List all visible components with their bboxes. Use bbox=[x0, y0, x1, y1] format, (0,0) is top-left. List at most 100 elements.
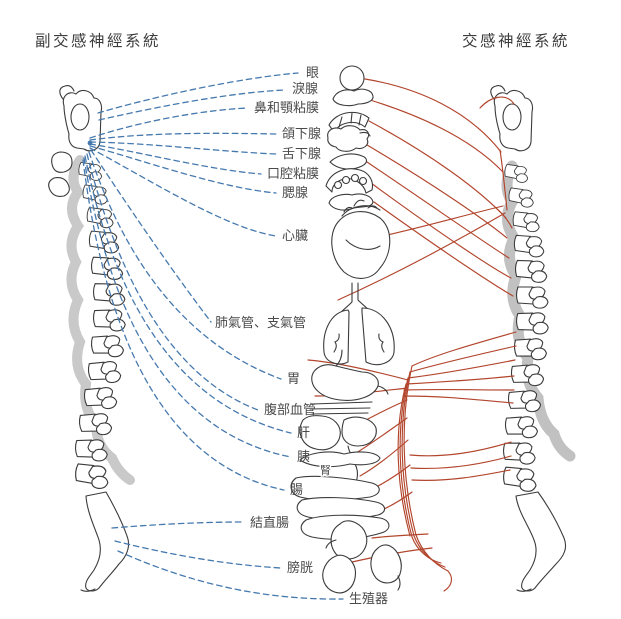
sympathetic-trunk-2 bbox=[401, 371, 446, 568]
parasympathetic-to-stomach bbox=[88, 151, 282, 380]
sublingual-gland-illustration bbox=[329, 153, 368, 170]
vertebra bbox=[92, 283, 126, 306]
oral-mucosa-illustration bbox=[325, 168, 374, 194]
sympathetic-cervical-chain bbox=[499, 149, 508, 211]
branch-genitals bbox=[443, 570, 453, 592]
sympathetic-to-eye bbox=[364, 78, 502, 153]
organ-labels: 眼 淚腺 鼻和顎粘膜 頜下腺 舌下腺 口腔粘膜 腮腺 心臟 肺氣管、支氣管 胃 … bbox=[215, 66, 388, 607]
organ-illustrations bbox=[290, 65, 402, 594]
parasympathetic-to-submandibular bbox=[89, 132, 277, 141]
vertebra bbox=[87, 230, 121, 255]
vertebra bbox=[513, 234, 546, 258]
intestines-illustration bbox=[290, 475, 390, 540]
parasympathetic-to-colon bbox=[111, 521, 245, 529]
vertebra bbox=[502, 442, 536, 465]
parasympathetic-to-vessels bbox=[86, 153, 259, 411]
label-bladder: 膀胱 bbox=[287, 560, 313, 576]
liver-illustration bbox=[299, 415, 377, 459]
left-brainstem-inner bbox=[70, 103, 90, 131]
submandibular-gland-illustration bbox=[327, 125, 371, 152]
eye-illustration bbox=[339, 65, 365, 91]
sympathetic-trunk-3 bbox=[399, 377, 442, 564]
splanchnic-upper-4 bbox=[405, 375, 515, 385]
sympathetic-nerves bbox=[307, 78, 517, 592]
vertebra bbox=[504, 415, 539, 440]
right-sacrum bbox=[515, 491, 567, 592]
sympathetic-to-nasal bbox=[368, 120, 507, 219]
label-pancreas: 胰 bbox=[297, 450, 310, 465]
label-submandibular-gland: 頜下腺 bbox=[282, 127, 321, 142]
sympathetic-trunk-4 bbox=[397, 383, 411, 537]
label-heart: 心臟 bbox=[282, 229, 308, 244]
left-brainstem-curl bbox=[59, 85, 75, 103]
left-coccyx-hook bbox=[80, 588, 96, 592]
label-trachea-bronchi: 肺氣管、支氣管 bbox=[215, 316, 306, 331]
abdominal-vessels-illustration bbox=[309, 401, 373, 415]
vertebra bbox=[73, 463, 111, 490]
splanchnic-upper-6 bbox=[402, 395, 514, 404]
parasympathetic-to-nasal bbox=[89, 107, 249, 139]
parasympathetic-to-sublingual bbox=[89, 141, 277, 155]
splanchnic-lower-3 bbox=[411, 469, 511, 481]
sympathetic-head-loop bbox=[479, 96, 515, 109]
parasympathetic-to-liver bbox=[84, 155, 292, 434]
label-colon-rectum: 結直腸 bbox=[250, 516, 289, 531]
label-lacrimal-gland: 淚腺 bbox=[292, 81, 318, 97]
label-kidney: 腎 bbox=[320, 464, 331, 477]
parasympathetic-to-intestine bbox=[82, 159, 285, 491]
lacrimal-gland-illustration bbox=[332, 88, 374, 107]
sympathetic-to-lung bbox=[337, 212, 506, 301]
branch-kidney bbox=[359, 439, 409, 477]
heart-illustration bbox=[331, 199, 391, 279]
vertebra bbox=[92, 308, 126, 333]
vertebra bbox=[74, 438, 108, 463]
splanchnic-lower-1 bbox=[409, 441, 512, 457]
label-abdominal-vessels: 腹部血管 bbox=[264, 402, 316, 418]
splanchnic-upper-3 bbox=[407, 359, 516, 379]
parasympathetic-to-eye bbox=[97, 72, 299, 114]
right-brainstem-inner bbox=[502, 103, 522, 131]
label-oral-mucosa: 口腔粘膜 bbox=[267, 167, 319, 182]
sympathetic-to-oral bbox=[370, 182, 512, 279]
sympathetic-heart-twig bbox=[495, 207, 513, 229]
genital-organ-illustration bbox=[370, 544, 402, 591]
right-brainstem-curl bbox=[490, 85, 506, 103]
label-nasal-palatine-mucosa: 鼻和顎粘膜 bbox=[254, 100, 319, 116]
parasympathetic-to-oral bbox=[89, 143, 262, 175]
sympathetic-to-lacrimal bbox=[369, 99, 504, 173]
left-sacrum bbox=[85, 491, 130, 592]
bladder-illustration bbox=[322, 554, 357, 594]
left-vertebral-column bbox=[73, 161, 126, 490]
label-liver: 肝 bbox=[297, 426, 310, 441]
vertebra bbox=[87, 360, 122, 386]
left-spine-illustration bbox=[48, 85, 135, 592]
watermark-right bbox=[501, 160, 576, 462]
nasal-palatine-illustration bbox=[328, 111, 370, 133]
right-coccyx-hook bbox=[516, 588, 532, 592]
lungs-illustration bbox=[323, 282, 395, 366]
splanchnic-upper-2 bbox=[409, 345, 517, 373]
parasympathetic-to-lacrimal bbox=[98, 89, 287, 121]
parasympathetic-to-heart bbox=[89, 147, 277, 237]
vertebra bbox=[507, 389, 542, 415]
vertebra bbox=[511, 211, 542, 233]
pelvic-kidney-illustration bbox=[325, 520, 368, 560]
vertebra bbox=[81, 184, 110, 206]
splanchnic-upper-1 bbox=[411, 331, 517, 367]
parasympathetic-to-genitals bbox=[117, 550, 344, 600]
label-parotid-gland: 腮腺 bbox=[282, 186, 308, 201]
title-sympathetic: 交感神經系統 bbox=[462, 32, 570, 50]
left-atlas-knob-1 bbox=[51, 151, 73, 173]
label-sublingual-gland: 舌下腺 bbox=[282, 147, 321, 162]
sympathetic-to-parotid bbox=[373, 201, 514, 297]
parasympathetic-to-bladder bbox=[114, 540, 282, 569]
left-atlas-knob-2 bbox=[48, 177, 70, 197]
vertebra bbox=[515, 286, 549, 309]
label-stomach: 胃 bbox=[287, 372, 300, 387]
right-spine-illustration bbox=[490, 85, 576, 592]
parasympathetic-nerves bbox=[82, 72, 344, 600]
parasympathetic-to-trachea bbox=[90, 149, 212, 323]
label-eye: 眼 bbox=[306, 66, 319, 81]
branch-pelvic-kidney bbox=[371, 533, 429, 539]
